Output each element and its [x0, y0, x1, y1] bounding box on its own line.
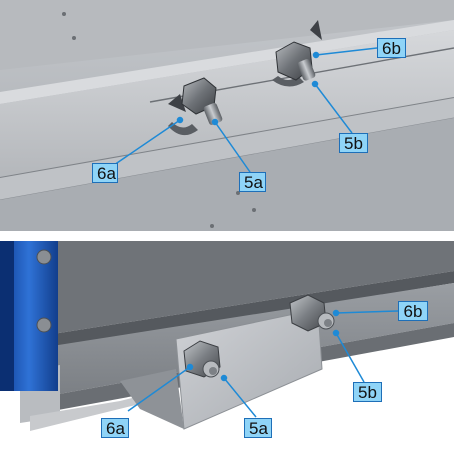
- callout-5b: 5b: [353, 382, 382, 402]
- callout-6a: 6a: [92, 163, 118, 183]
- top-view-panel: 6a 5a 6b 5b: [0, 0, 454, 231]
- leader-5b-dot: [311, 80, 319, 88]
- bottom-view-illustration: [0, 241, 454, 440]
- top-view-illustration: [0, 0, 454, 231]
- clamp-plate: [175, 308, 323, 430]
- clamp-plate-shadow: [120, 369, 184, 429]
- fastener-b: [289, 294, 335, 332]
- leader-6b: [335, 310, 399, 314]
- upper-beam-edge: [40, 271, 454, 351]
- leader-6a: [127, 366, 191, 412]
- leader-5a: [223, 377, 257, 418]
- motor-bolt: [36, 317, 52, 333]
- leader-5a: [214, 121, 251, 173]
- callout-5b: 5b: [339, 133, 368, 153]
- frame-flange: [0, 30, 454, 178]
- leader-6a: [113, 119, 181, 166]
- leader-lines: [113, 47, 378, 173]
- motor-shadow: [0, 241, 14, 391]
- rail-foot: [30, 391, 160, 431]
- frame-hole: [210, 224, 214, 228]
- callout-5a: 5a: [244, 418, 272, 438]
- fastener-b: [272, 20, 322, 87]
- leader-6b: [315, 47, 378, 56]
- frame-hole: [72, 36, 76, 40]
- callout-6b: 6b: [377, 38, 406, 58]
- leader-5b: [335, 332, 365, 383]
- frame-hole: [62, 12, 66, 16]
- frame-upper-face: [0, 0, 454, 70]
- leader-6a-dot: [176, 116, 184, 124]
- frame-hole: [252, 208, 256, 212]
- leader-5a-dot: [220, 374, 228, 382]
- motor-bolt: [36, 249, 52, 265]
- bottom-view-panel: 6a 5a 6b 5b: [0, 241, 454, 440]
- fastener-a: [168, 77, 223, 136]
- frame-edge-highlight: [0, 20, 454, 104]
- upper-beam: [40, 241, 454, 336]
- frame-hole: [236, 191, 240, 195]
- callout-6b: 6b: [398, 301, 428, 321]
- leader-5a-dot: [211, 118, 219, 126]
- callout-5a: 5a: [239, 172, 266, 192]
- callout-6a: 6a: [101, 418, 129, 438]
- leader-6b-dot: [332, 309, 340, 317]
- leader-6b-dot: [312, 51, 320, 59]
- leader-5b-dot: [332, 329, 340, 337]
- leader-5b: [314, 83, 353, 134]
- leader-lines: [127, 309, 399, 418]
- leader-6a-dot: [186, 363, 194, 371]
